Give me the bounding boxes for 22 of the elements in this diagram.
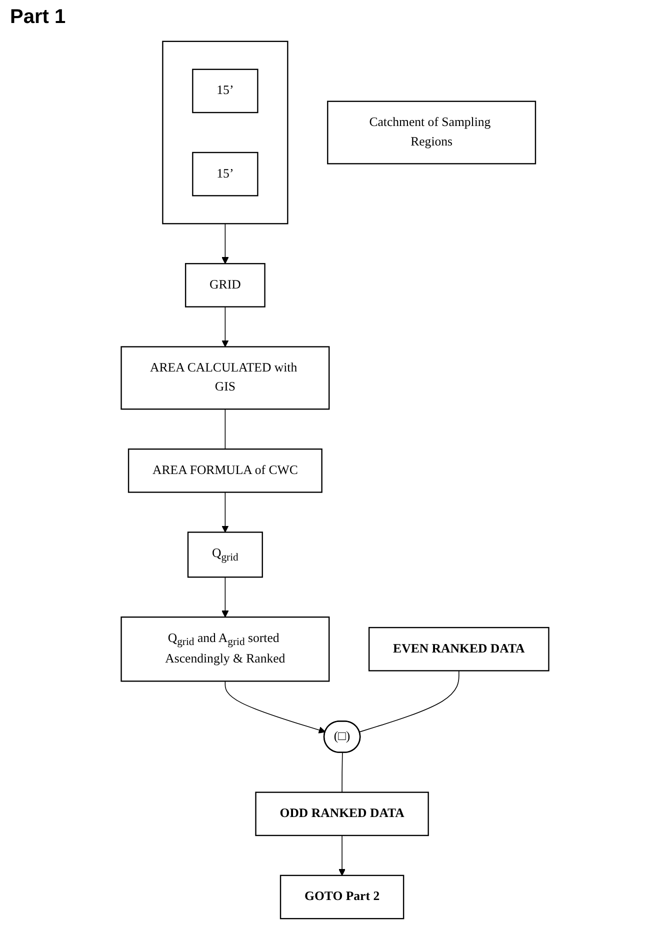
connector — [224, 408, 226, 450]
arrow — [222, 492, 229, 533]
node-box: AREA FORMULA of CWC — [128, 448, 322, 493]
cluster — [162, 40, 288, 224]
node-box: Catchment of Sampling Regions — [327, 100, 536, 164]
node-box: 15’ — [192, 152, 258, 196]
arrow — [338, 835, 346, 876]
node-box: GRID — [184, 263, 266, 308]
node-box: EVEN RANKED DATA — [368, 626, 550, 672]
arrow — [222, 223, 229, 264]
node-box: Q$_{grid}$ and A$_{grid}$ sorted Ascendingly & Ranked — [120, 616, 330, 682]
arrow — [222, 306, 229, 348]
node-box: 15’ — [192, 68, 258, 114]
node-box: AREA CALCULATED with GIS — [120, 346, 330, 410]
arrow — [222, 576, 229, 618]
arrow — [224, 680, 326, 734]
node-box: ODD RANKED DATA — [255, 792, 429, 836]
node-box: GOTO Part 2 — [280, 874, 404, 920]
diagram-title: Part 1 — [10, 6, 67, 29]
connector — [359, 670, 460, 732]
connector — [342, 752, 343, 793]
node-box: Q$_{grid}$ — [187, 532, 263, 578]
